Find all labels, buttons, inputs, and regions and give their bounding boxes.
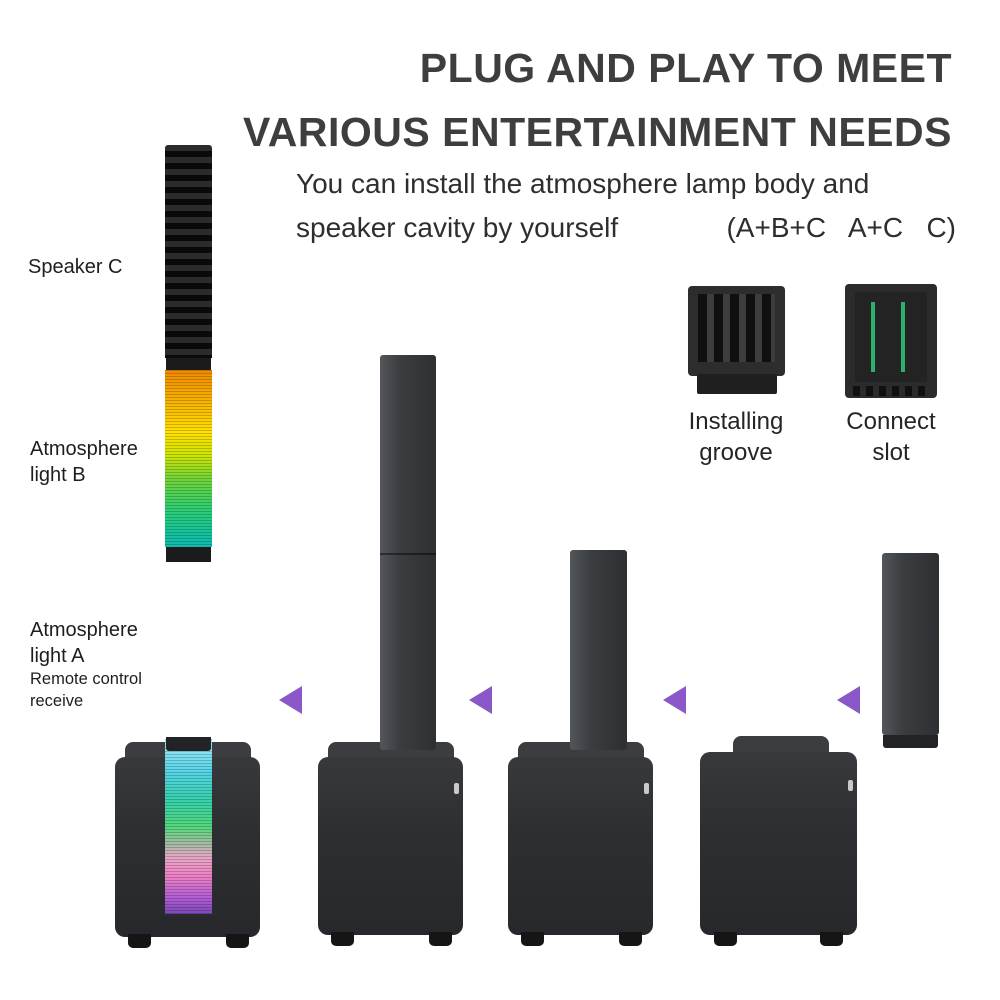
base-2-foot-left bbox=[331, 932, 354, 946]
speaker-base-3 bbox=[508, 757, 653, 935]
detached-column-4-cap bbox=[883, 735, 938, 748]
base-3-foot-left bbox=[521, 932, 544, 946]
arrow-left-icon-2 bbox=[469, 686, 492, 714]
arrow-left-icon-1 bbox=[279, 686, 302, 714]
groove-fins bbox=[698, 294, 775, 362]
connect-slot-line-right bbox=[901, 302, 905, 372]
headline: PLUG AND PLAY TO MEET VARIOUS ENTERTAINM… bbox=[192, 36, 952, 164]
base-2-knob bbox=[454, 783, 459, 794]
atmosphere-light-b-section bbox=[165, 370, 212, 547]
groove-flange bbox=[697, 374, 777, 394]
connect-slot-notches bbox=[853, 386, 929, 396]
title-line-1: PLUG AND PLAY TO MEET bbox=[419, 45, 952, 91]
base-1-foot-left bbox=[128, 934, 151, 948]
base-4-foot-right bbox=[820, 932, 843, 946]
label-speaker-c: Speaker C bbox=[28, 256, 123, 278]
base-4-knob bbox=[848, 780, 853, 791]
speaker-base-4 bbox=[700, 752, 857, 935]
speaker-c-section bbox=[165, 145, 212, 358]
connector-2 bbox=[166, 547, 211, 562]
label-atmosphere-light-b: Atmosphere light B bbox=[30, 438, 138, 486]
label-remote-control-receive: Remote control receive bbox=[30, 670, 142, 710]
title-line-2: VARIOUS ENTERTAINMENT NEEDS bbox=[242, 109, 952, 155]
tower-1-bottom-cap bbox=[166, 737, 211, 751]
label-connect-slot: Connect slot bbox=[846, 408, 936, 466]
config-options: (A+B+C A+C C) bbox=[726, 212, 956, 243]
speaker-base-2 bbox=[318, 757, 463, 935]
base-4-foot-left bbox=[714, 932, 737, 946]
tower-2-seam bbox=[380, 553, 436, 555]
base-1-foot-right bbox=[226, 934, 249, 948]
base-2-foot-right bbox=[429, 932, 452, 946]
connector-1 bbox=[166, 358, 211, 370]
detached-column-4 bbox=[882, 553, 939, 735]
atmosphere-light-a-section bbox=[165, 739, 212, 914]
subtitle-line-2-text: speaker cavity by yourself bbox=[296, 212, 619, 243]
arrow-left-icon-3 bbox=[663, 686, 686, 714]
connect-slot-figure bbox=[845, 284, 937, 398]
subtitle-line-1: You can install the atmosphere lamp body… bbox=[296, 168, 870, 199]
connect-slot-inner bbox=[855, 292, 927, 382]
label-installing-groove: Installing groove bbox=[688, 408, 784, 466]
subtitle: You can install the atmosphere lamp body… bbox=[296, 162, 956, 250]
base-3-foot-right bbox=[619, 932, 642, 946]
subtitle-line-2: speaker cavity by yourself (A+B+C A+C C) bbox=[296, 206, 956, 250]
tower-2 bbox=[380, 355, 436, 750]
tower-3 bbox=[570, 550, 627, 750]
installing-groove-figure bbox=[688, 286, 785, 376]
label-atmosphere-light-a: Atmosphere light A bbox=[30, 619, 138, 667]
connect-slot-line-left bbox=[871, 302, 875, 372]
base-3-knob bbox=[644, 783, 649, 794]
arrow-left-icon-4 bbox=[837, 686, 860, 714]
